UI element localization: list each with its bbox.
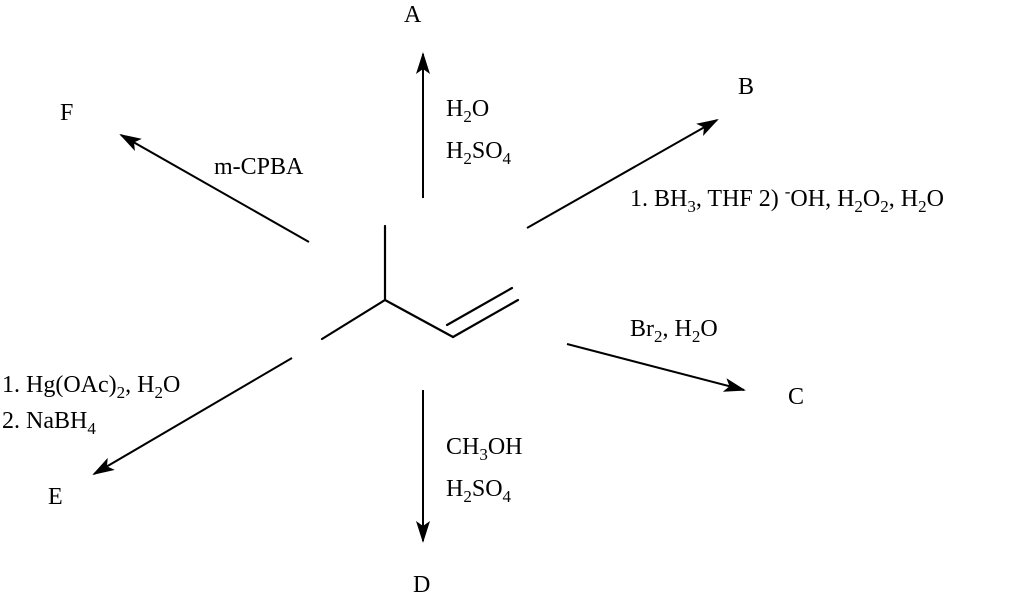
arrow-to-b [526, 119, 719, 229]
reagent-d-line2: H2SO4 [446, 476, 512, 506]
reagent-e-line1: 1. Hg(OAc)2, H2O [2, 372, 181, 402]
product-c-label: C [788, 384, 805, 410]
bond-chain [383, 298, 455, 339]
reagent-a-line2: H2SO4 [446, 138, 512, 168]
arrow-to-e [92, 357, 293, 476]
product-b-label: B [738, 74, 755, 100]
reagent-c: Br2, H2O [630, 316, 718, 346]
reagent-b: 1. BH3, THF 2) -OH, H2O2, H2O [630, 182, 944, 216]
reagent-a-line1: H2O [446, 96, 490, 126]
reagent-f: m-CPBA [214, 154, 304, 180]
reaction-arrows [92, 52, 746, 543]
product-d-label: D [413, 572, 431, 598]
reagent-d-line1: CH3OH [446, 434, 523, 464]
product-a-label: A [404, 2, 422, 28]
arrow-to-f [119, 134, 310, 243]
reagent-e-line2: 2. NaBH4 [2, 408, 96, 438]
product-e-label: E [48, 484, 63, 510]
product-f-label: F [60, 100, 74, 126]
arrow-to-c [566, 343, 746, 392]
starting-alkene-structure [320, 224, 520, 341]
bond-ethyl [320, 298, 387, 341]
bond-vinyl-2 [445, 286, 514, 327]
bond-vinyl-1 [451, 298, 520, 339]
